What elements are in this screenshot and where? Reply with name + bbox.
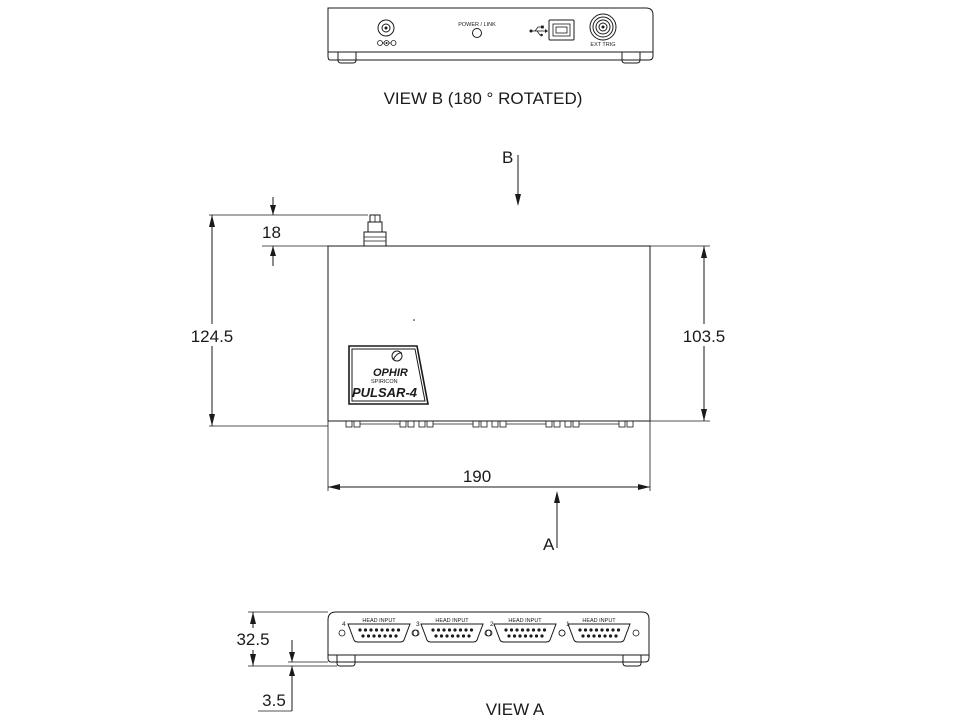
head-input-port-2: 2 HEAD INPUT bbox=[484, 618, 566, 643]
bnc-connector-top bbox=[363, 214, 387, 247]
view-a-caption: VIEW A bbox=[486, 700, 545, 716]
port-label: HEAD INPUT bbox=[435, 618, 469, 624]
power-link-led bbox=[472, 28, 482, 38]
dc-power-jack bbox=[377, 19, 395, 37]
port-label: HEAD INPUT bbox=[362, 618, 396, 624]
dim-total-depth: 124.5 bbox=[191, 214, 328, 427]
bottom-connector-screws bbox=[345, 420, 634, 428]
logo-tagline: SPIRICON bbox=[371, 379, 398, 385]
dim-32-5-label: 32.5 bbox=[236, 630, 269, 649]
dim-103-5-label: 103.5 bbox=[683, 327, 726, 346]
port-label: HEAD INPUT bbox=[508, 618, 542, 624]
port-number: 2 bbox=[490, 621, 494, 628]
product-logo-badge: OPHIR SPIRICON PULSAR-4 bbox=[348, 345, 429, 405]
logo-brand: OPHIR bbox=[373, 367, 408, 379]
dim-3-5-label: 3.5 bbox=[262, 691, 286, 710]
head-input-port-1: 1 HEAD INPUT bbox=[558, 618, 640, 643]
logo-product: PULSAR-4 bbox=[352, 385, 418, 400]
view-b-panel: POWER / LINK EXT TRIG bbox=[327, 7, 654, 64]
ext-trig-bnc-connector bbox=[589, 13, 617, 41]
port-number: 4 bbox=[342, 621, 346, 628]
dim-18-label: 18 bbox=[262, 223, 281, 242]
head-input-port-3: 3 HEAD INPUT bbox=[411, 618, 493, 643]
dim-height: 32.5 bbox=[236, 611, 337, 667]
view-b-marker: B bbox=[502, 148, 513, 167]
view-a-marker: A bbox=[543, 535, 555, 554]
port-label: HEAD INPUT bbox=[582, 618, 616, 624]
dim-width: 190 bbox=[327, 421, 651, 491]
dim-124-5-label: 124.5 bbox=[191, 327, 234, 346]
dc-polarity-icon bbox=[377, 40, 397, 46]
power-link-label: POWER / LINK bbox=[458, 22, 496, 28]
dim-body-depth: 103.5 bbox=[650, 245, 726, 422]
view-a-panel: 4 HEAD INPUT 3 HEAD INPUT 2 HEAD INPUT 1… bbox=[236, 611, 650, 712]
device-body-outline bbox=[327, 245, 651, 422]
usb-port bbox=[548, 19, 575, 41]
view-b-caption: VIEW B (180 ° ROTATED) bbox=[384, 89, 583, 108]
head-input-port-4: 4 HEAD INPUT bbox=[338, 618, 420, 643]
port-number: 3 bbox=[416, 621, 420, 628]
dim-foot-height: 3.5 bbox=[258, 640, 328, 712]
dim-190-label: 190 bbox=[463, 467, 491, 486]
top-view: B bbox=[191, 148, 726, 554]
usb-icon bbox=[529, 25, 548, 37]
dim-connector-height: 18 bbox=[262, 197, 368, 266]
ext-trig-label: EXT TRIG bbox=[590, 42, 615, 48]
